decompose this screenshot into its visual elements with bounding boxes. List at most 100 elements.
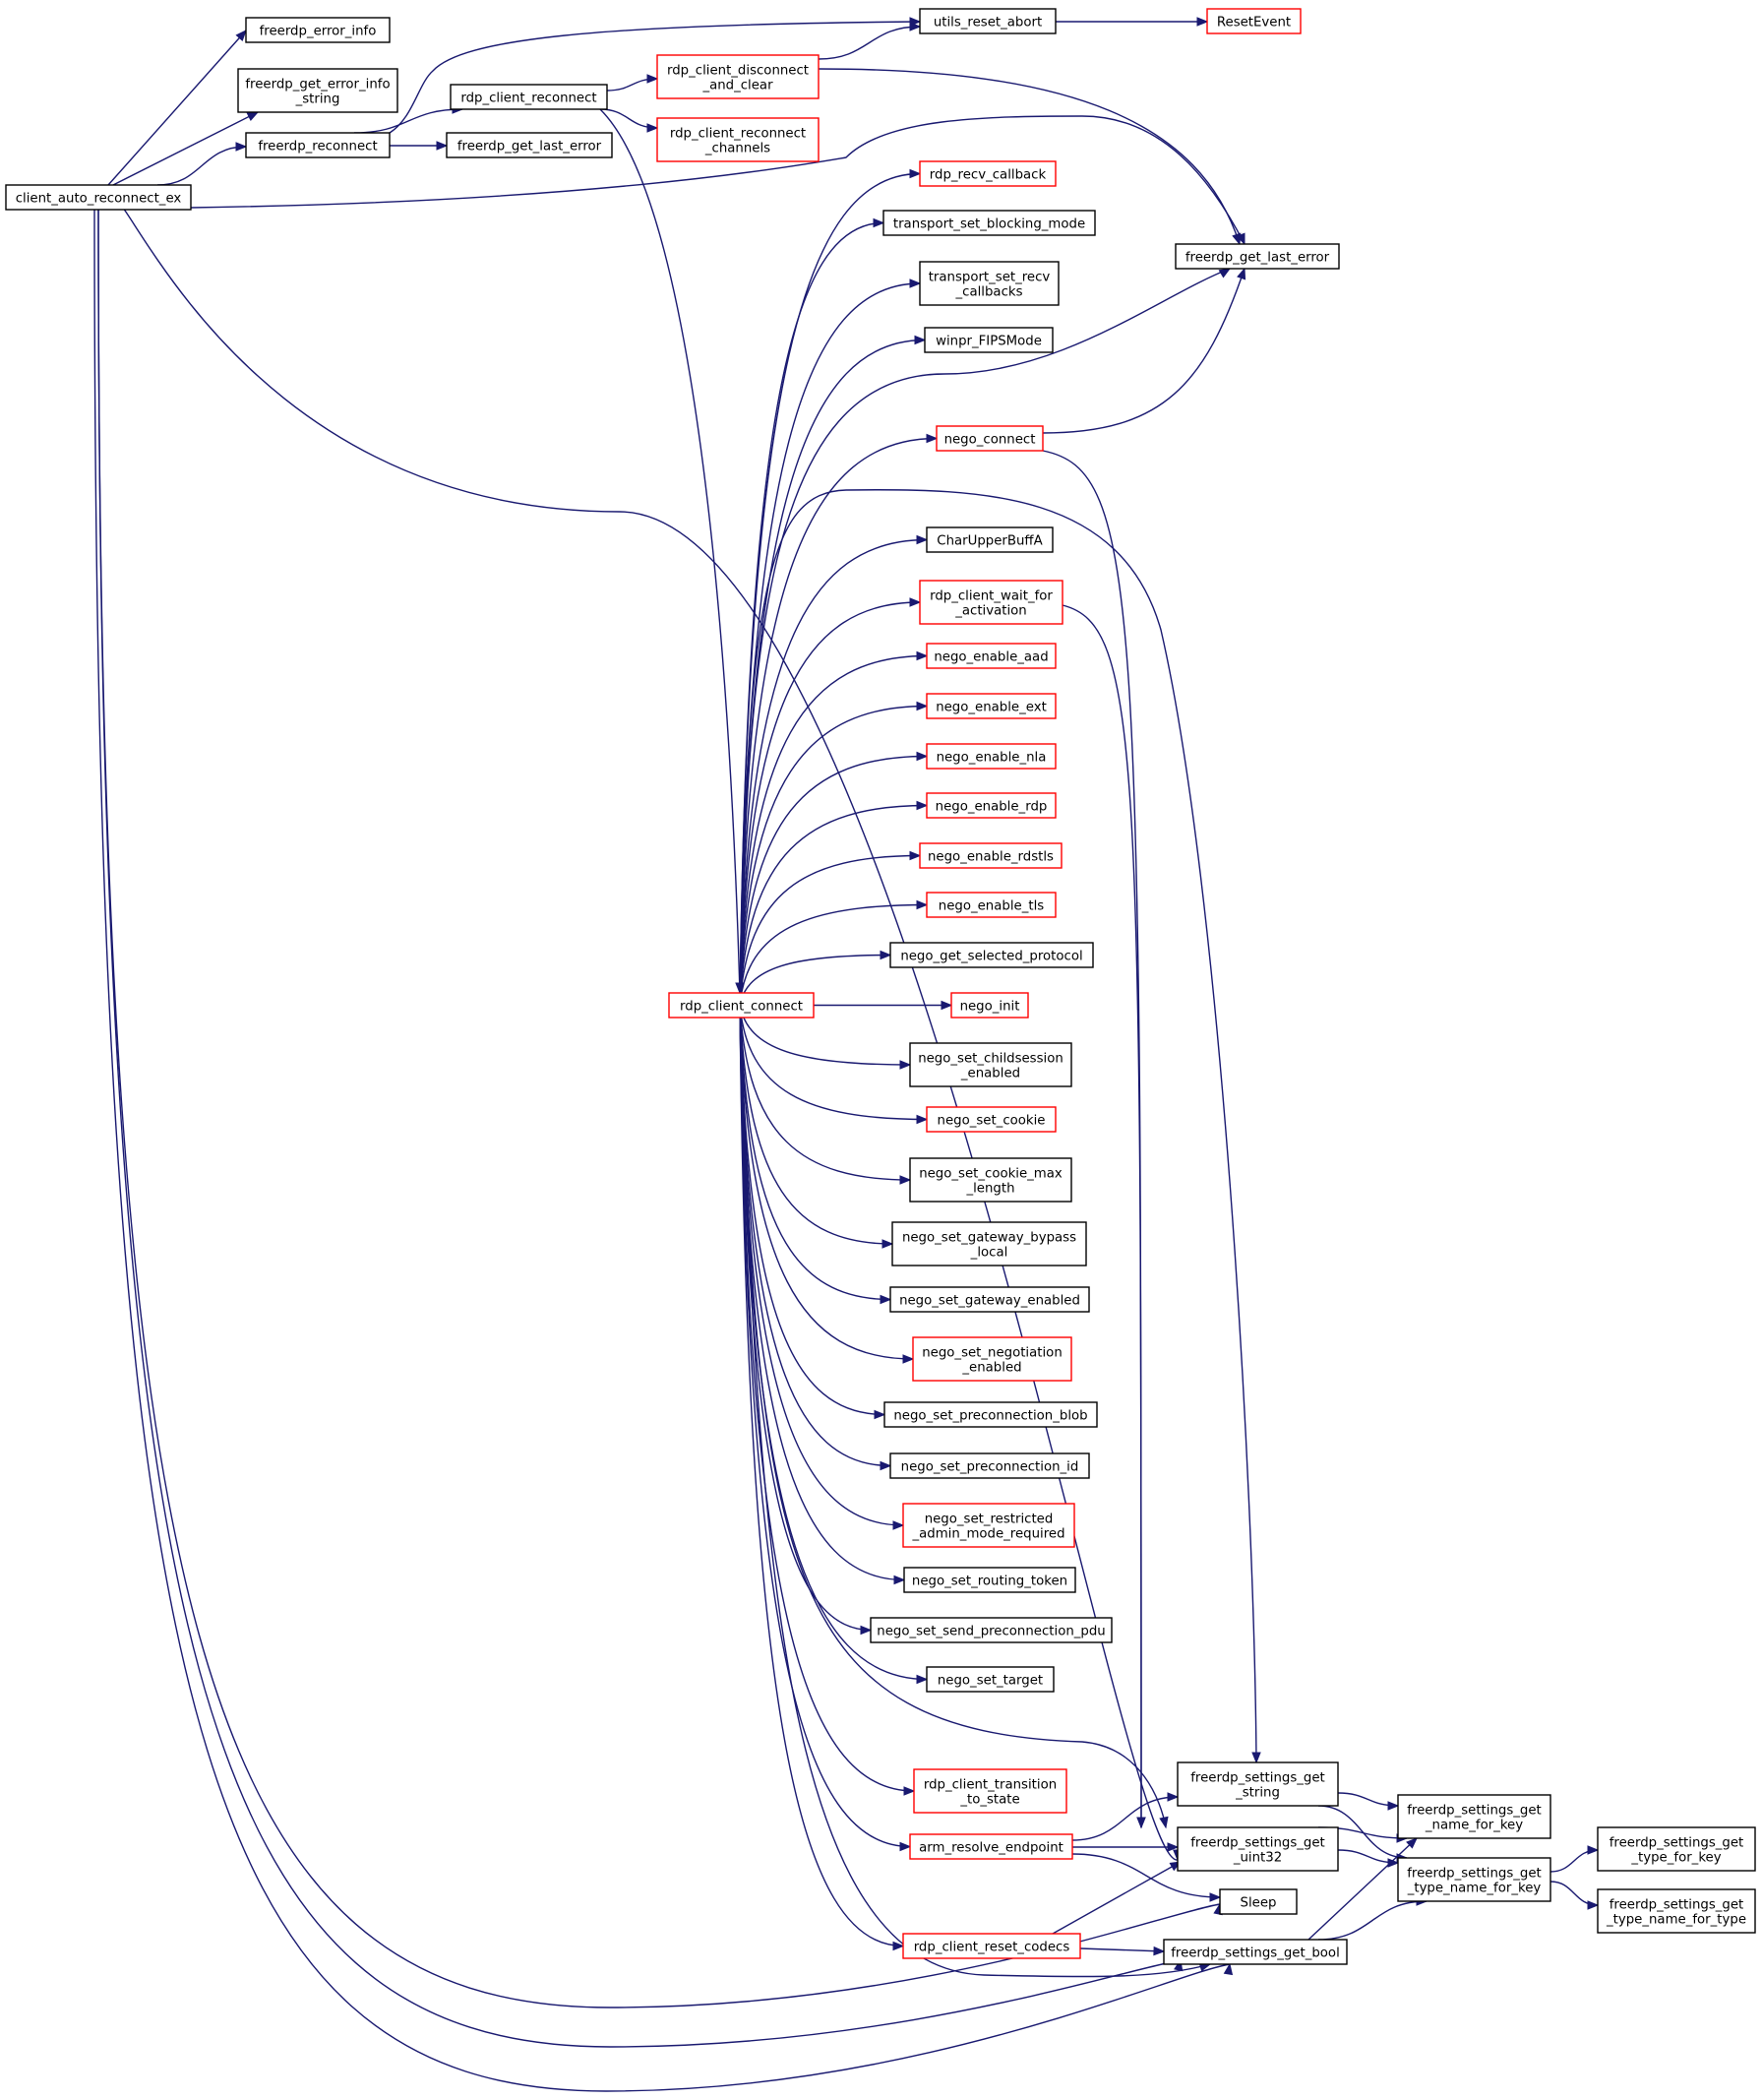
node-label: _type_name_for_type <box>1606 1913 1746 1928</box>
node-Sleep[interactable]: Sleep <box>1219 1888 1298 1915</box>
edge-rdp-client-disconnect-and-clear-to-utils-reset-abort-arrowhead <box>909 22 922 31</box>
node-nego-set-cookie[interactable]: nego_set_cookie <box>926 1106 1057 1133</box>
node-ResetEvent[interactable]: ResetEvent <box>1206 8 1302 34</box>
node-rdp-client-reset-codecs[interactable]: rdp_client_reset_codecs <box>902 1933 1081 1959</box>
node-nego-set-cookie-max-length[interactable]: nego_set_cookie_max_length <box>909 1157 1072 1203</box>
edge-rdp-client-connect-to-freerdp-settings-get-string <box>739 489 1257 1763</box>
node-nego-set-gateway-enabled[interactable]: nego_set_gateway_enabled <box>889 1286 1090 1313</box>
node-utils-reset-abort[interactable]: utils_reset_abort <box>919 8 1057 34</box>
node-label: nego_enable_rdp <box>936 800 1048 815</box>
node-arm-resolve-endpoint[interactable]: arm_resolve_endpoint <box>909 1833 1073 1860</box>
node-box <box>913 1768 1067 1814</box>
edge-rdp-client-connect-to-arm-resolve-endpoint <box>739 1004 911 1848</box>
node-nego-enable-ext[interactable]: nego_enable_ext <box>926 693 1057 719</box>
edge-rdp-client-connect-to-nego-enable-tls-arrowhead <box>916 899 929 910</box>
edge-freerdp-settings-get-string-to-freerdp-settings-get-name-for-key-arrowhead <box>1387 1801 1400 1811</box>
edge-client-auto-reconnect-ex-to-freerdp-settings-get-bool-1-arrowhead <box>1223 1962 1234 1976</box>
node-label: _string <box>1235 1786 1280 1801</box>
node-nego-set-routing-token[interactable]: nego_set_routing_token <box>903 1567 1076 1593</box>
node-label: _enabled <box>960 1067 1020 1081</box>
node-nego-set-target[interactable]: nego_set_target <box>926 1666 1055 1693</box>
node-nego-enable-rdp[interactable]: nego_enable_rdp <box>926 792 1057 819</box>
node-label: _name_for_key <box>1425 1819 1523 1833</box>
edge-freerdp-settings-get-bool-to-freerdp-settings-get-name-for-key <box>1307 1837 1418 1941</box>
node-freerdp-settings-get-type-name-for-type[interactable]: freerdp_settings_get_type_name_for_type <box>1597 1888 1756 1934</box>
node-rdp-client-wait-for-activation[interactable]: rdp_client_wait_for_activation <box>919 580 1063 625</box>
node-nego-set-gateway-bypass-local[interactable]: nego_set_gateway_bypass_local <box>891 1221 1087 1266</box>
edge-rdp-client-reset-codecs-to-freerdp-settings-get-uint32 <box>1052 1861 1182 1935</box>
node-freerdp-settings-get-type-for-key[interactable]: freerdp_settings_get_type_for_key <box>1597 1826 1756 1872</box>
node-box <box>926 693 1057 719</box>
node-nego-enable-tls[interactable]: nego_enable_tls <box>926 892 1057 918</box>
node-freerdp-settings-get-uint32[interactable]: freerdp_settings_get_uint32 <box>1177 1826 1339 1872</box>
node-label: rdp_recv_callback <box>930 168 1047 183</box>
node-nego-get-selected-protocol[interactable]: nego_get_selected_protocol <box>889 942 1094 968</box>
node-nego-set-negotiation-enabled[interactable]: nego_set_negotiation_enabled <box>912 1336 1072 1382</box>
node-box <box>237 68 398 113</box>
node-freerdp-get-error-info-string[interactable]: freerdp_get_error_info_string <box>237 68 398 113</box>
node-box <box>889 942 1094 968</box>
edge-rdp-client-connect-to-nego-connect-arrowhead <box>926 433 939 444</box>
node-label: freerdp_get_last_error <box>1185 251 1330 266</box>
node-box <box>1219 1888 1298 1915</box>
node-box <box>909 1157 1072 1203</box>
node-rdp-client-reconnect-channels[interactable]: rdp_client_reconnect_channels <box>656 117 820 162</box>
node-nego-enable-nla[interactable]: nego_enable_nla <box>926 743 1057 770</box>
node-box <box>882 210 1096 236</box>
edge-rdp-client-connect-to-rdp-client-wait-for-activation <box>739 601 921 1006</box>
node-freerdp-error-info[interactable]: freerdp_error_info <box>245 17 391 43</box>
edge-rdp-client-connect-to-nego-enable-aad <box>739 654 928 1006</box>
node-label: ResetEvent <box>1217 16 1291 31</box>
node-nego-enable-rdstls[interactable]: nego_enable_rdstls <box>919 842 1063 869</box>
node-rdp-client-connect[interactable]: rdp_client_connect <box>668 992 815 1019</box>
node-rdp-client-transition-to-state[interactable]: rdp_client_transition_to_state <box>913 1768 1067 1814</box>
edge-client-auto-reconnect-ex-to-freerdp-error-info <box>107 30 247 186</box>
node-label: nego_set_cookie_max <box>919 1167 1063 1182</box>
node-label: _string <box>295 93 340 107</box>
node-label: _type_for_key <box>1630 1851 1721 1866</box>
edge-rdp-client-connect-to-nego-set-negotiation-enabled-arrowhead <box>902 1354 915 1364</box>
node-freerdp-settings-get-type-name-for-key[interactable]: freerdp_settings_get_type_name_for_key <box>1397 1857 1551 1902</box>
node-nego-enable-aad[interactable]: nego_enable_aad <box>926 643 1057 669</box>
node-transport-set-recv-callbacks[interactable]: transport_set_recv_callbacks <box>919 261 1060 306</box>
edge-rdp-client-connect-to-nego-set-childsession-enabled-arrowhead <box>899 1060 912 1070</box>
edge-rdp-client-connect-to-rdp-client-reset-codecs <box>739 1004 904 1947</box>
node-rdp-client-disconnect-and-clear[interactable]: rdp_client_disconnect_and_clear <box>656 54 820 99</box>
node-box <box>5 184 192 211</box>
node-freerdp-get-last-error-1[interactable]: freerdp_get_last_error <box>446 132 613 158</box>
node-nego-connect[interactable]: nego_connect <box>936 425 1044 452</box>
node-label: nego_enable_rdstls <box>928 850 1054 865</box>
node-label: freerdp_settings_get <box>1407 1867 1542 1882</box>
node-freerdp-settings-get-bool[interactable]: freerdp_settings_get_bool <box>1163 1939 1348 1965</box>
edge-freerdp-reconnect-to-utils-reset-abort <box>389 21 921 134</box>
node-box <box>926 526 1054 553</box>
node-freerdp-settings-get-name-for-key[interactable]: freerdp_settings_get_name_for_key <box>1397 1794 1551 1839</box>
edge-rdp-client-connect-to-nego-set-cookie <box>739 1004 928 1121</box>
node-label: freerdp_settings_get <box>1190 1836 1325 1851</box>
node-box <box>1397 1857 1551 1902</box>
node-freerdp-get-last-error-2[interactable]: freerdp_get_last_error <box>1175 243 1340 270</box>
node-nego-set-preconnection-blob[interactable]: nego_set_preconnection_blob <box>883 1401 1098 1428</box>
node-label: nego_connect <box>944 433 1036 448</box>
node-nego-set-preconnection-id[interactable]: nego_set_preconnection_id <box>889 1452 1090 1479</box>
node-winpr-FIPSMode[interactable]: winpr_FIPSMode <box>924 327 1054 353</box>
node-rdp-recv-callback[interactable]: rdp_recv_callback <box>919 160 1057 187</box>
node-nego-set-send-preconnection-pdu[interactable]: nego_set_send_preconnection_pdu <box>870 1617 1113 1643</box>
node-freerdp-settings-get-string[interactable]: freerdp_settings_get_string <box>1177 1761 1339 1807</box>
node-box <box>926 792 1057 819</box>
node-rdp-client-reconnect[interactable]: rdp_client_reconnect <box>450 84 608 110</box>
node-freerdp-reconnect[interactable]: freerdp_reconnect <box>245 132 391 158</box>
edge-rdp-client-wait-for-activation-to-freerdp-settings-get-uint32 <box>1062 604 1142 1828</box>
node-nego-init[interactable]: nego_init <box>950 992 1029 1019</box>
node-CharUpperBuffA[interactable]: CharUpperBuffA <box>926 526 1054 553</box>
node-box <box>909 1042 1072 1087</box>
edge-rdp-client-connect-to-nego-enable-nla-arrowhead <box>916 751 929 762</box>
node-transport-set-blocking-mode[interactable]: transport_set_blocking_mode <box>882 210 1096 236</box>
edge-utils-reset-abort-to-ResetEvent-arrowhead <box>1196 17 1209 27</box>
node-nego-set-restricted-admin-mode-required[interactable]: nego_set_restricted_admin_mode_required <box>902 1503 1075 1548</box>
node-box <box>936 425 1044 452</box>
edge-rdp-client-connect-to-nego-set-send-preconnection-pdu-arrowhead <box>860 1625 873 1636</box>
node-nego-set-childsession-enabled[interactable]: nego_set_childsession_enabled <box>909 1042 1072 1087</box>
node-label: nego_enable_ext <box>936 701 1047 715</box>
node-client-auto-reconnect-ex[interactable]: client_auto_reconnect_ex <box>5 184 192 211</box>
